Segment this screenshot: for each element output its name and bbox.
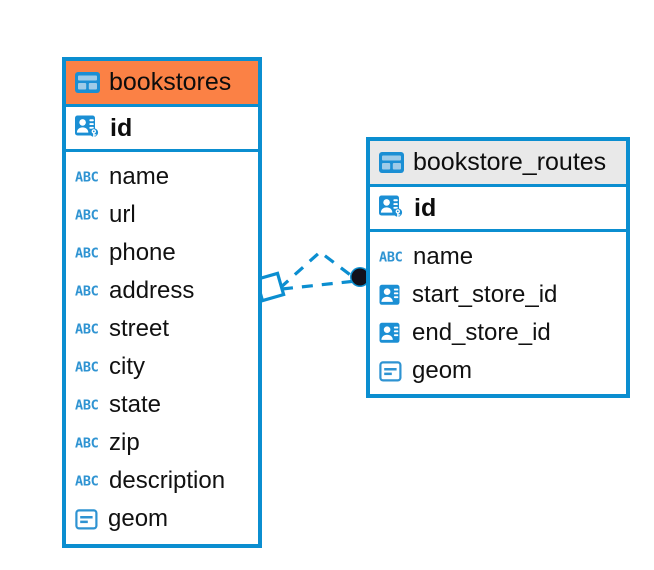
field-row[interactable]: ABC address	[66, 272, 258, 310]
geometry-type-icon	[75, 508, 99, 530]
entity-header-bookstores[interactable]: bookstores	[66, 61, 258, 107]
field-label: id	[414, 193, 437, 222]
svg-text:ABC: ABC	[75, 170, 99, 185]
text-type-icon: ABC	[75, 245, 100, 261]
relationship-line-upper	[278, 249, 358, 290]
field-row[interactable]: geom	[66, 500, 258, 538]
foreign-key-icon	[379, 284, 403, 306]
field-row[interactable]: ABC name	[66, 158, 258, 196]
field-label: phone	[109, 239, 176, 266]
text-type-icon: ABC	[75, 397, 100, 413]
svg-text:ABC: ABC	[75, 208, 99, 223]
svg-text:ABC: ABC	[75, 398, 99, 413]
entity-title: bookstore_routes	[413, 148, 607, 176]
relationship-line-lower	[281, 279, 357, 291]
table-icon	[379, 152, 404, 173]
field-label: city	[109, 353, 145, 380]
field-label: geom	[108, 505, 169, 532]
field-label: id	[110, 113, 133, 142]
text-type-icon: ABC	[75, 321, 100, 337]
field-row[interactable]: end_store_id	[370, 314, 626, 352]
text-type-icon: ABC	[75, 169, 100, 185]
field-label: description	[109, 467, 226, 494]
svg-text:ABC: ABC	[75, 322, 99, 337]
field-label: zip	[109, 429, 140, 456]
field-row[interactable]: start_store_id	[370, 276, 626, 314]
svg-text:ABC: ABC	[75, 436, 99, 451]
foreign-key-icon	[379, 322, 403, 344]
geometry-type-icon	[379, 360, 403, 382]
field-label: end_store_id	[412, 319, 551, 346]
text-type-icon: ABC	[75, 473, 100, 489]
field-row[interactable]: ABC street	[66, 310, 258, 348]
field-label: url	[109, 201, 136, 228]
svg-text:ABC: ABC	[75, 246, 99, 261]
field-label: street	[109, 315, 170, 342]
text-type-icon: ABC	[75, 207, 100, 223]
primary-key-icon	[379, 195, 405, 221]
svg-text:ABC: ABC	[75, 284, 99, 299]
entity-bookstores[interactable]: bookstores	[62, 57, 262, 548]
text-type-icon: ABC	[379, 249, 404, 265]
text-type-icon: ABC	[75, 359, 100, 375]
svg-text:ABC: ABC	[379, 250, 403, 265]
primary-key-icon	[75, 115, 101, 141]
field-row[interactable]: ABC zip	[66, 424, 258, 462]
entity-title: bookstores	[109, 68, 232, 96]
field-row-primary-key[interactable]: id	[370, 187, 626, 232]
text-type-icon: ABC	[75, 283, 100, 299]
field-row-primary-key[interactable]: id	[66, 107, 258, 152]
field-label: state	[109, 391, 162, 418]
field-label: address	[109, 277, 195, 304]
entity-bookstore-routes[interactable]: bookstore_routes	[366, 137, 630, 398]
text-type-icon: ABC	[75, 435, 100, 451]
field-row[interactable]: ABC url	[66, 196, 258, 234]
field-row[interactable]: geom	[370, 352, 626, 390]
field-row[interactable]: ABC name	[370, 238, 626, 276]
field-row[interactable]: ABC phone	[66, 234, 258, 272]
svg-text:ABC: ABC	[75, 474, 99, 489]
field-row[interactable]: ABC description	[66, 462, 258, 500]
table-icon	[75, 72, 100, 93]
field-label: name	[413, 243, 474, 270]
field-label: start_store_id	[412, 281, 558, 308]
svg-text:ABC: ABC	[75, 360, 99, 375]
field-row[interactable]: ABC city	[66, 348, 258, 386]
field-row[interactable]: ABC state	[66, 386, 258, 424]
entity-header-bookstore-routes[interactable]: bookstore_routes	[370, 141, 626, 187]
field-label: name	[109, 163, 170, 190]
field-label: geom	[412, 357, 473, 384]
